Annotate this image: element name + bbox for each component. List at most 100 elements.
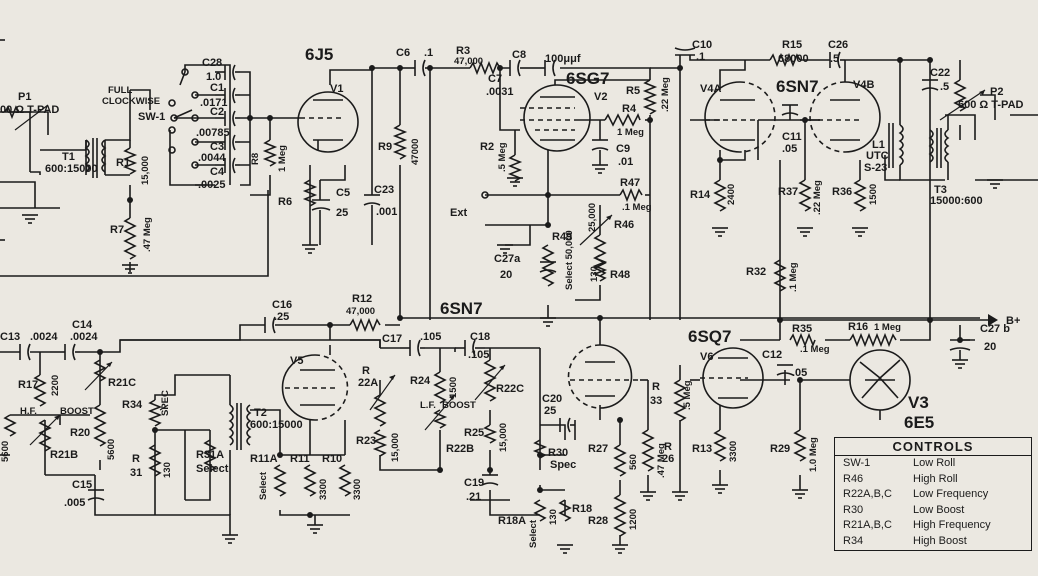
label-r49: R49 xyxy=(552,231,572,243)
resistor-r22b xyxy=(432,409,448,429)
label-c1: C1 xyxy=(210,82,224,94)
tube-v4a xyxy=(704,81,776,153)
label-p1: P1 xyxy=(18,91,31,103)
transformer-t2 xyxy=(228,403,252,450)
capacitor-c9 xyxy=(591,139,609,165)
resistor-r24 xyxy=(433,371,447,404)
label-clockwise: CLOCKWISE xyxy=(102,96,160,107)
label-r11: R11 xyxy=(290,453,310,465)
ground-symbol xyxy=(671,491,689,501)
label-lfboost: BOOST xyxy=(442,400,476,411)
label-v4b: V4B xyxy=(853,79,874,91)
resistor-r29 xyxy=(793,429,807,462)
capacitor-c20 xyxy=(559,417,575,433)
label-r36-val: 1500 xyxy=(868,184,879,205)
control-ref: R30 xyxy=(843,503,864,516)
label-r16: R16 xyxy=(848,321,868,333)
label-c27a-val: 20 xyxy=(500,269,512,281)
control-desc: High Frequency xyxy=(913,519,991,531)
label-r12-val: 47,000 xyxy=(346,306,375,317)
capacitor-c2 xyxy=(215,110,240,127)
label-c27b-val: 20 xyxy=(984,341,996,353)
label-l1: L1 xyxy=(872,139,885,151)
resistor-r12 xyxy=(349,317,381,333)
tube-v5 xyxy=(281,354,349,421)
tube-v2 xyxy=(520,84,591,152)
label-c7-val: .0031 xyxy=(486,86,514,98)
resistor-r27 xyxy=(613,444,627,477)
resistor-r2 xyxy=(507,154,523,182)
label-c12: C12 xyxy=(762,349,782,361)
label-r31a-sub: Select xyxy=(196,463,229,475)
label-select: Select xyxy=(258,471,269,500)
resistor-r22c xyxy=(483,359,497,402)
label-t1: T1 xyxy=(62,151,75,163)
label-r32: R32 xyxy=(746,266,766,278)
label-c14-val: .0024 xyxy=(70,331,98,343)
label-r1: R1 xyxy=(116,157,130,169)
label-r3-val: 47,000 xyxy=(454,56,483,67)
label-r15-val: 68000 xyxy=(778,53,809,65)
label-full: FULL xyxy=(108,85,132,96)
resistor-r15 xyxy=(769,52,801,68)
resistor-r6 xyxy=(302,179,318,207)
transformers xyxy=(84,75,950,450)
control-ref: SW-1 xyxy=(843,457,871,469)
label-r11a: R11A xyxy=(250,453,278,465)
control-ref: R46 xyxy=(843,472,864,485)
ground-symbol xyxy=(21,214,39,224)
transformer-t3 xyxy=(928,115,950,180)
label-c22-val: .5 xyxy=(940,81,949,93)
capacitor-c17 xyxy=(400,339,425,357)
label-r28: R28 xyxy=(588,515,608,527)
resistor-r28 xyxy=(613,494,627,537)
label-t3: T3 xyxy=(934,184,947,196)
label-r31a: R31A xyxy=(196,449,224,461)
label-r25-val: 15,000 xyxy=(498,423,509,452)
b-plus-arrow xyxy=(988,314,998,326)
label-l1-val: UTC xyxy=(866,150,889,162)
resistor-r26 xyxy=(673,379,687,422)
resistor-r8 xyxy=(262,139,278,167)
label-r3: R3 xyxy=(456,45,470,57)
label-p2: P2 xyxy=(990,86,1003,98)
label-r2: R2 xyxy=(480,141,494,153)
resistor-r37 xyxy=(798,179,812,212)
resistor-r22a xyxy=(373,394,387,427)
label-r14-val: 2400 xyxy=(726,184,737,205)
label-c5: C5 xyxy=(336,187,350,199)
label-r5: R5 xyxy=(626,85,640,97)
label-c11-val: .05 xyxy=(782,143,797,155)
label-r8: R8 xyxy=(250,153,261,165)
ground-symbol xyxy=(951,359,969,369)
label-r22c: R22C xyxy=(496,383,524,395)
label-r10-val: 3300 xyxy=(352,479,363,500)
controls-title: CONTROLS xyxy=(835,438,1031,456)
capacitor-c11 xyxy=(781,104,799,116)
ground-symbol xyxy=(539,317,557,327)
label-r49-val: Select 50,000 xyxy=(564,230,575,290)
resistor-r21b xyxy=(38,419,52,452)
label-c4-val: .0025 xyxy=(198,179,226,191)
resistor-r5 xyxy=(642,79,658,115)
capacitor-c28 xyxy=(215,64,240,81)
label-r14: R14 xyxy=(690,189,711,201)
control-desc: High Roll xyxy=(913,472,958,485)
label-ext: Ext xyxy=(450,207,467,219)
label-c16: C16 xyxy=(272,299,292,311)
label-lf: L.F. xyxy=(420,400,436,411)
ground-symbol xyxy=(611,544,629,554)
label-r31: R xyxy=(132,453,140,465)
controls-row: R46 High Roll xyxy=(835,472,1031,488)
pot-arrows xyxy=(29,89,986,446)
tube-v6 xyxy=(700,347,764,409)
label-c17-val: .105 xyxy=(420,331,441,343)
label-r47-val: .1 Meg xyxy=(622,202,652,213)
resistor-r33 xyxy=(641,429,655,472)
label-v4-type: 6SN7 xyxy=(776,77,819,96)
wiring-top xyxy=(0,39,1038,321)
label-c17: C17 xyxy=(382,333,402,345)
label-r47: R47 xyxy=(620,177,640,189)
label-p2-val: 600 Ω T-PAD xyxy=(958,99,1024,111)
